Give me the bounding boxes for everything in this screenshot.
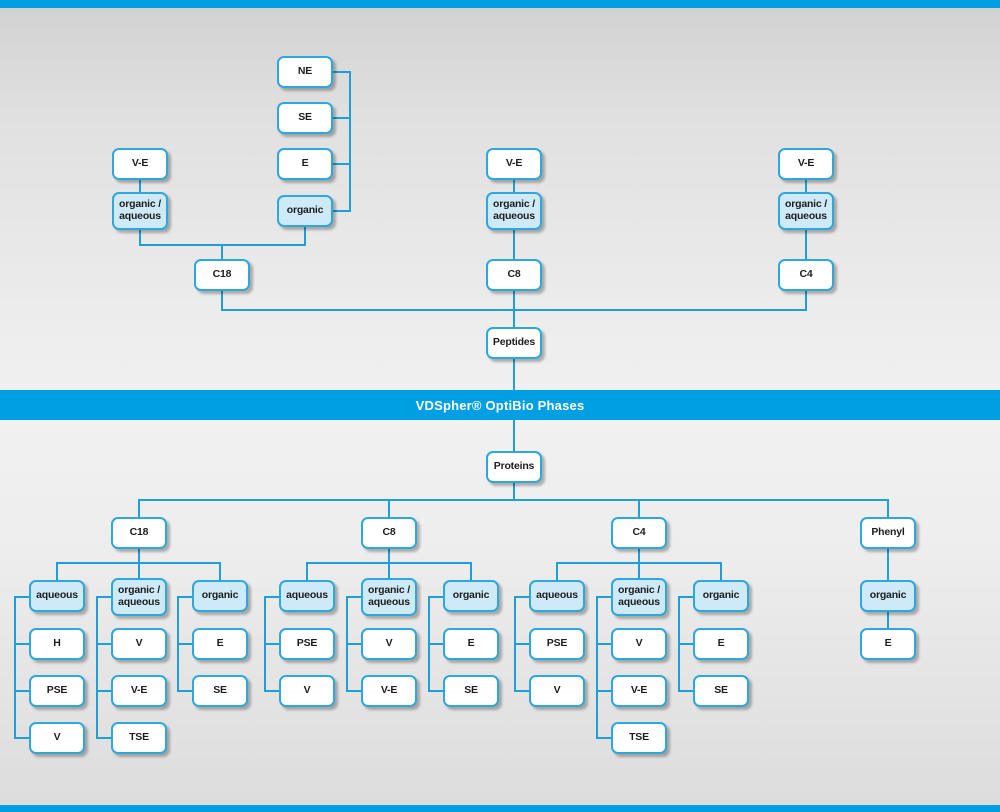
node-phase-c8-organic-e: E: [443, 628, 499, 660]
node-elution-se: SE: [277, 102, 333, 134]
node-phase-c4-aqueous-v: V: [529, 675, 585, 707]
node-phase-c8-aqueous-v: V: [279, 675, 335, 707]
node-phase-c18-aqueous-h: H: [29, 628, 85, 660]
node-peptides-root: Peptides: [486, 327, 542, 359]
node-organic-aqueous-peptides-c8: organic / aqueous: [486, 192, 542, 230]
node-organic-peptides-c18: organic: [277, 195, 333, 227]
node-phase-c18-organic-e: E: [192, 628, 248, 660]
node-column-peptides-c18: C18: [194, 259, 250, 291]
node-category-organic-aqueous-c8: organic / aqueous: [361, 578, 417, 616]
node-category-aqueous-c4: aqueous: [529, 580, 585, 612]
node-phase-c18-orgaq-tse: TSE: [111, 722, 167, 754]
node-column-proteins-c4: C4: [611, 517, 667, 549]
bottom-accent-bar: [0, 805, 1000, 812]
node-proteins-root: Proteins: [486, 451, 542, 483]
node-phase-c4-orgaq-tse: TSE: [611, 722, 667, 754]
node-category-organic-c8: organic: [443, 580, 499, 612]
node-phase-c4-organic-se: SE: [693, 675, 749, 707]
node-ve-peptides-c4: V-E: [778, 148, 834, 180]
node-phase-c18-orgaq-v: V: [111, 628, 167, 660]
node-phase-c4-organic-e: E: [693, 628, 749, 660]
node-category-organic-aqueous-c4: organic / aqueous: [611, 578, 667, 616]
node-category-organic-phenyl: organic: [860, 580, 916, 612]
node-phase-phenyl-organic-e: E: [860, 628, 916, 660]
node-phase-c8-orgaq-ve: V-E: [361, 675, 417, 707]
node-phase-c8-aqueous-pse: PSE: [279, 628, 335, 660]
node-column-proteins-c18: C18: [111, 517, 167, 549]
node-category-aqueous-c18: aqueous: [29, 580, 85, 612]
node-phase-c8-orgaq-v: V: [361, 628, 417, 660]
node-category-organic-c4: organic: [693, 580, 749, 612]
node-phase-c4-orgaq-v: V: [611, 628, 667, 660]
node-category-organic-aqueous-c18: organic / aqueous: [111, 578, 167, 616]
node-column-peptides-c4: C4: [778, 259, 834, 291]
node-phase-c18-orgaq-ve: V-E: [111, 675, 167, 707]
node-ve-peptides-c18: V-E: [112, 148, 168, 180]
node-phase-c8-organic-se: SE: [443, 675, 499, 707]
node-organic-aqueous-peptides-c18: organic / aqueous: [112, 192, 168, 230]
top-accent-bar: [0, 0, 1000, 8]
node-elution-ne: NE: [277, 56, 333, 88]
node-phase-c18-organic-se: SE: [192, 675, 248, 707]
node-column-peptides-c8: C8: [486, 259, 542, 291]
node-phase-c18-aqueous-pse: PSE: [29, 675, 85, 707]
node-column-proteins-phenyl: Phenyl: [860, 517, 916, 549]
node-phase-c4-aqueous-pse: PSE: [529, 628, 585, 660]
node-category-aqueous-c8: aqueous: [279, 580, 335, 612]
node-category-organic-c18: organic: [192, 580, 248, 612]
banner-title: VDSpher® OptiBio Phases: [0, 390, 1000, 420]
node-organic-aqueous-peptides-c4: organic / aqueous: [778, 192, 834, 230]
node-elution-e: E: [277, 148, 333, 180]
node-ve-peptides-c8: V-E: [486, 148, 542, 180]
node-column-proteins-c8: C8: [361, 517, 417, 549]
node-phase-c18-aqueous-v: V: [29, 722, 85, 754]
node-phase-c4-orgaq-ve: V-E: [611, 675, 667, 707]
